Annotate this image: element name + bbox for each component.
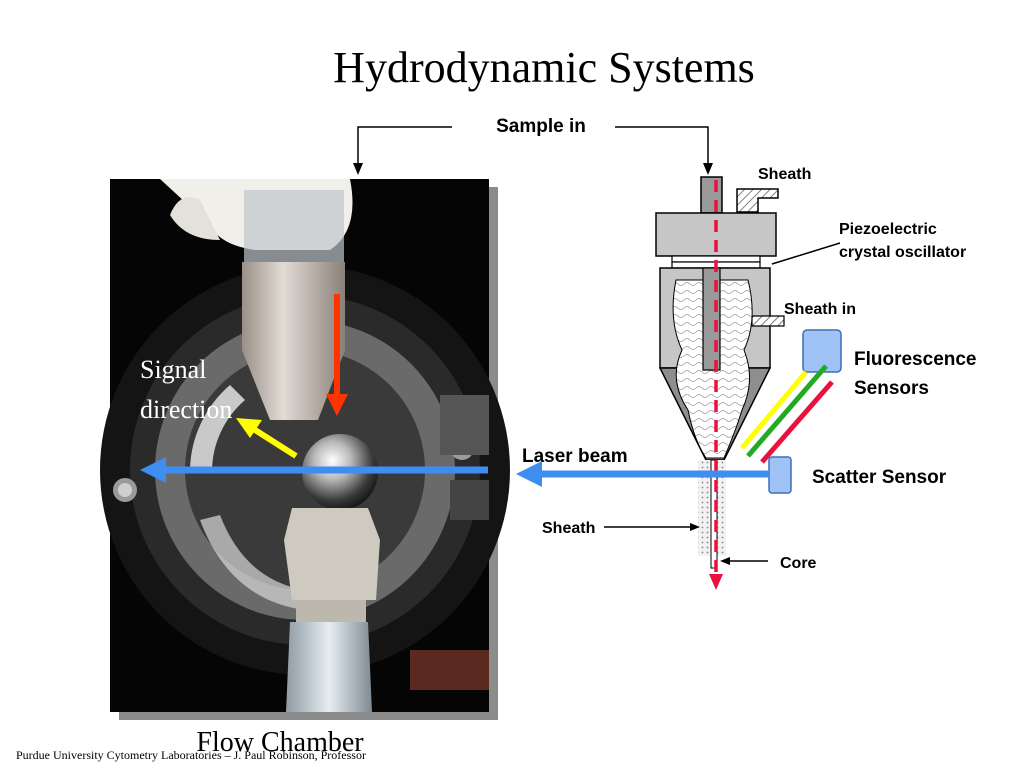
flow-arrow-photo-head xyxy=(326,394,348,416)
fluorescence-sensor xyxy=(802,329,842,373)
photo-caption: Flow Chamber xyxy=(196,727,364,758)
slide-footer: Purdue University Cytometry Laboratories… xyxy=(16,748,366,762)
sample-in-arrowhead-left xyxy=(353,163,363,175)
laser-arrow-photo-head xyxy=(140,457,166,483)
scatter-sensor-label: Scatter Sensor xyxy=(812,467,947,488)
piezo-pointer xyxy=(771,242,841,265)
sample-in-arrowhead-right xyxy=(703,163,713,175)
sheath-top-label: Sheath xyxy=(758,166,811,183)
fluorescence-ray-green xyxy=(746,364,828,458)
core-arrowhead xyxy=(720,557,730,565)
laser-beam-arrowhead xyxy=(516,461,542,487)
scatter-sensor xyxy=(768,456,792,494)
sheath-bottom-label: Sheath xyxy=(542,520,595,537)
sheath-inlet-top xyxy=(736,188,779,213)
fluorescence-label-line1: Fluorescence xyxy=(854,349,977,370)
signal-arrow-photo xyxy=(236,418,298,459)
sample-in-label: Sample in xyxy=(496,116,586,137)
sheath-bottom-arrowhead xyxy=(690,523,700,531)
flow-arrow-photo xyxy=(326,294,348,416)
laser-beam-arrow xyxy=(516,461,769,487)
piezo-label-line2: crystal oscillator xyxy=(839,244,966,261)
sample-in-connector xyxy=(353,126,713,175)
signal-label-line2: direction xyxy=(140,395,232,424)
sample-tube-top xyxy=(700,176,723,214)
sheath-in-label: Sheath in xyxy=(784,301,856,318)
signal-arrow-photo-line xyxy=(250,425,298,459)
sheath-inlet-side xyxy=(751,315,785,327)
flow-chamber-photo xyxy=(100,179,510,720)
laser-beam-label: Laser beam xyxy=(522,446,628,467)
slide-title: Hydrodynamic Systems xyxy=(333,43,755,92)
fluorescence-ray-red xyxy=(760,380,834,464)
fluorescence-label-line2: Sensors xyxy=(854,378,929,399)
sample-in-line-right xyxy=(615,126,709,167)
signal-arrow-photo-head xyxy=(236,418,262,438)
nozzle-schematic xyxy=(655,176,785,590)
core-stream xyxy=(710,459,718,569)
piezo-label-line1: Piezoelectric xyxy=(839,221,937,238)
fluorescence-ray-yellow xyxy=(740,370,808,450)
signal-label-line1: Signal xyxy=(140,355,206,384)
sample-stream-arrowhead xyxy=(709,574,723,590)
core-label: Core xyxy=(780,555,817,572)
laser-arrow-photo xyxy=(140,457,488,483)
sample-in-line-left xyxy=(357,126,452,167)
